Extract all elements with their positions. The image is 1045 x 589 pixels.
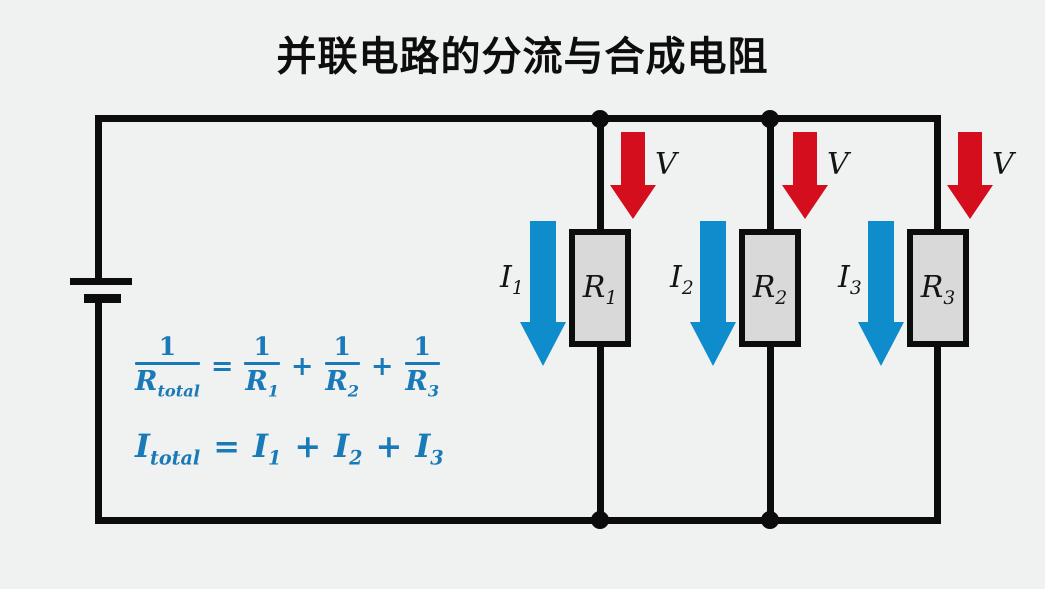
voltage-arrow-icon-1 (610, 132, 656, 219)
wire-top (95, 115, 941, 122)
resistor-body-3: R3 (907, 229, 969, 347)
plus-sign: + (294, 426, 322, 465)
battery-negative-plate-icon (84, 294, 121, 303)
wire-left-lower (95, 301, 102, 524)
voltage-label-2: V (827, 147, 849, 182)
i1-term: I1 (253, 426, 282, 470)
current-arrow-icon-1 (520, 221, 566, 366)
current-arrow-icon-3 (858, 221, 904, 366)
voltage-arrow-icon-3 (947, 132, 993, 219)
i2-term: I2 (334, 426, 363, 470)
equals-sign: = (210, 350, 234, 382)
wire-bottom (95, 517, 941, 524)
current-label-2: I2 (670, 260, 694, 299)
formula-current: Itotal = I1 + I2 + I3 (135, 426, 444, 470)
formula-block: 1 Rtotal = 1 R1 + 1 R2 + 1 R3 (135, 332, 444, 470)
junction-dot-bottom-1 (591, 511, 609, 529)
junction-dot-top-1 (591, 110, 609, 128)
current-label-3: I3 (838, 260, 862, 299)
resistor-body-2: R2 (739, 229, 801, 347)
junction-dot-top-2 (761, 110, 779, 128)
wire-left-upper (95, 115, 102, 285)
voltage-arrow-icon-2 (782, 132, 828, 219)
i3-term: I3 (415, 426, 444, 470)
fraction-r3: 1 R3 (404, 332, 440, 401)
voltage-label-3: V (992, 147, 1014, 182)
fraction-r2: 1 R2 (324, 332, 360, 401)
resistor-label-1: R1 (582, 270, 618, 309)
plus-sign: + (290, 350, 314, 382)
plus-sign: + (375, 426, 403, 465)
resistor-body-1: R1 (569, 229, 631, 347)
voltage-label-1: V (655, 147, 677, 182)
i-total-term: Itotal (135, 426, 201, 470)
resistor-label-3: R3 (920, 270, 956, 309)
formula-resistance: 1 Rtotal = 1 R1 + 1 R2 + 1 R3 (135, 332, 444, 401)
junction-dot-bottom-2 (761, 511, 779, 529)
current-arrow-icon-2 (690, 221, 736, 366)
fraction-r1: 1 R1 (244, 332, 280, 401)
fraction-r-total: 1 Rtotal (135, 332, 200, 401)
equals-sign: = (213, 426, 241, 465)
plus-sign: + (370, 350, 394, 382)
diagram-title: 并联电路的分流与合成电阻 (276, 34, 769, 80)
battery-positive-plate-icon (70, 278, 132, 285)
current-label-1: I1 (500, 260, 524, 299)
resistor-label-2: R2 (752, 270, 788, 309)
